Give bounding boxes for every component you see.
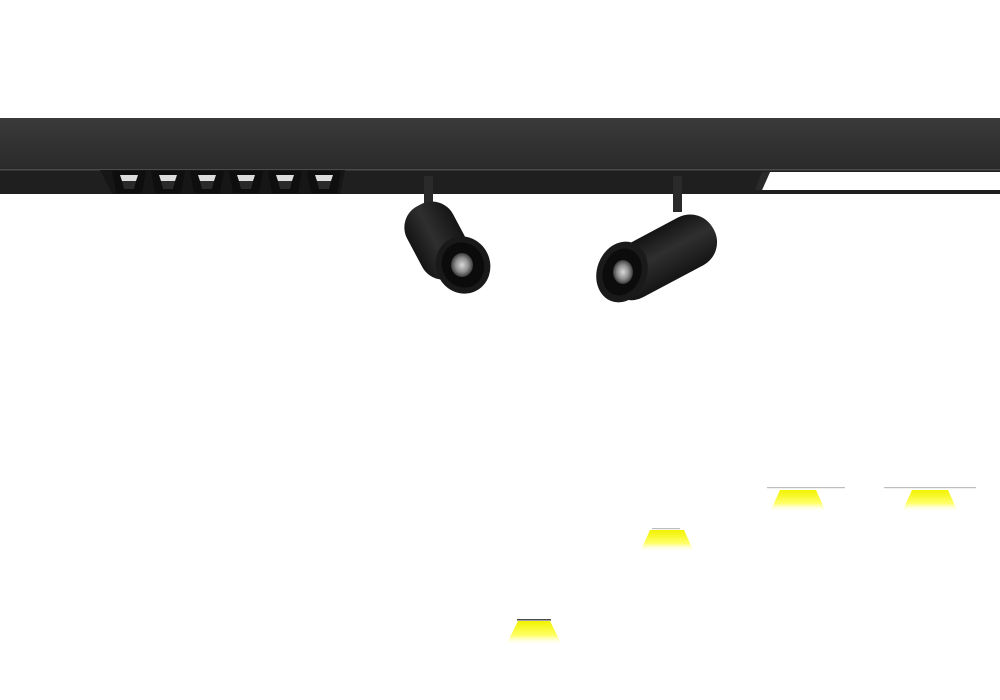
light-glow xyxy=(506,619,562,645)
spotlight-angled-lens xyxy=(613,260,633,284)
light-glow xyxy=(884,487,976,512)
spotlight-angled-stem xyxy=(673,176,682,212)
track-highlight-line xyxy=(0,169,1000,171)
light-glow xyxy=(640,528,694,552)
grille-cell xyxy=(229,171,263,193)
track-top-face xyxy=(0,118,1000,170)
spotlight-front xyxy=(404,176,491,294)
grille-cell xyxy=(112,171,146,193)
grille-cell xyxy=(268,171,302,193)
linear-diffuser-strip xyxy=(762,172,1000,190)
spotlight-angled xyxy=(596,176,718,303)
light-glow xyxy=(767,487,845,512)
grille-light-module xyxy=(100,170,345,194)
diffuser-shadow-edge xyxy=(755,172,770,190)
spotlight-front-stem xyxy=(424,176,433,206)
grille-cell xyxy=(190,171,224,193)
spotlight-front-lens xyxy=(451,253,473,277)
grille-cell xyxy=(307,171,341,193)
grille-cell xyxy=(151,171,185,193)
light-glows xyxy=(506,487,976,645)
